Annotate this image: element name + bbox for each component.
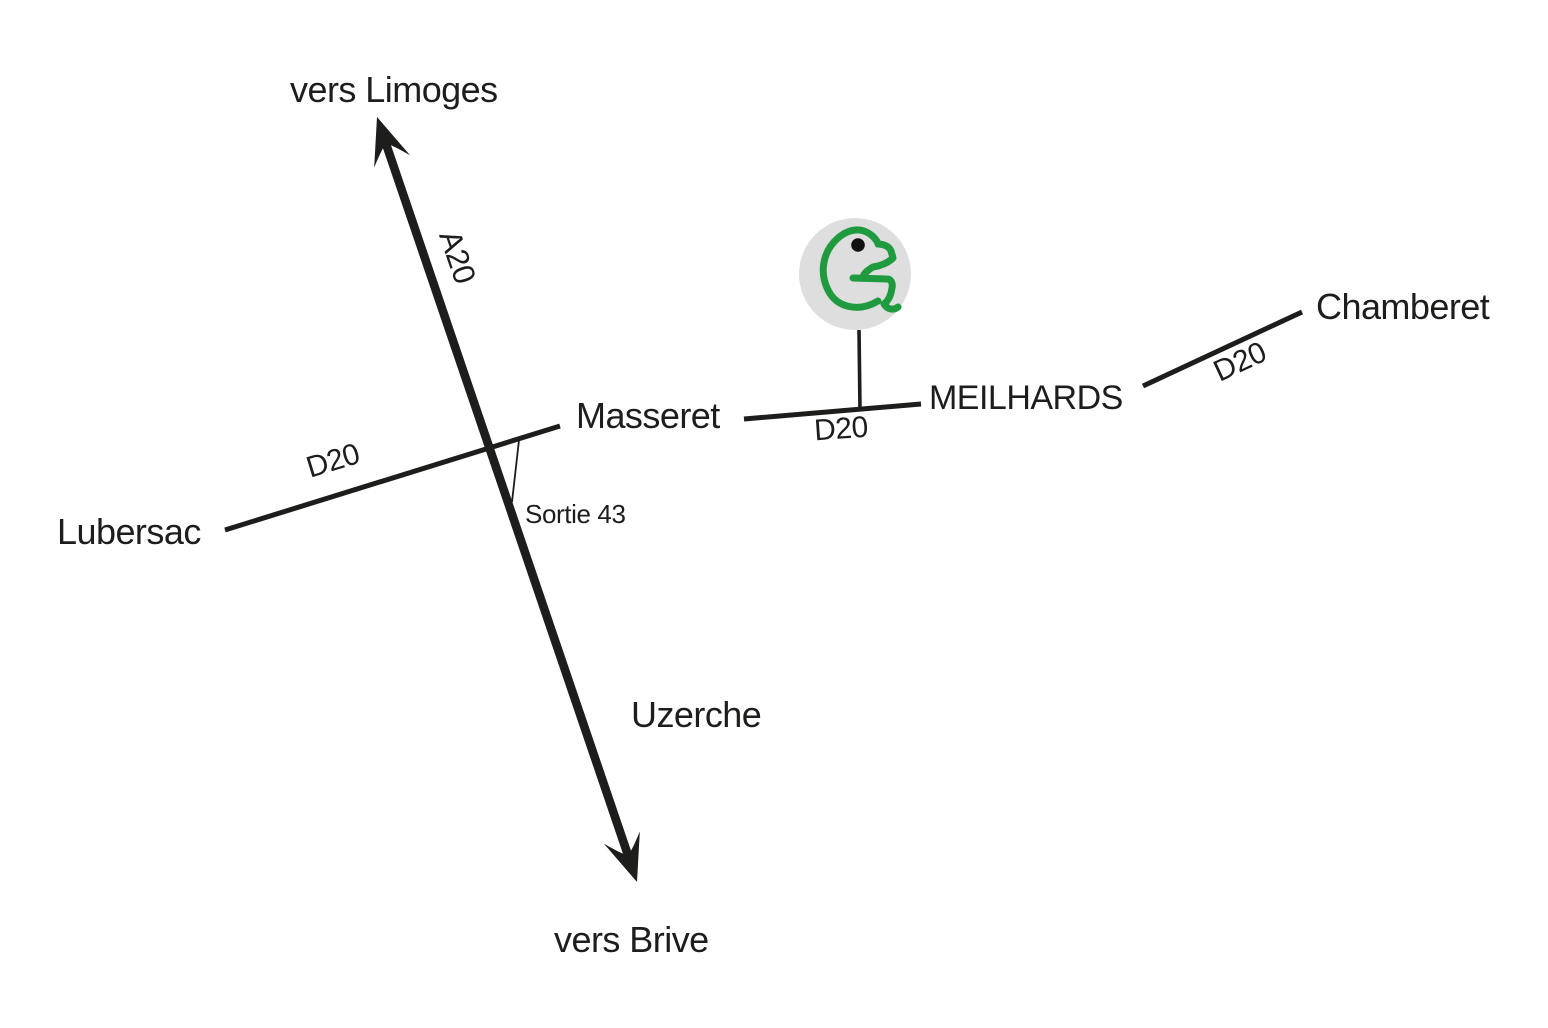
- road-d20-masseret-meilhards: [743, 401, 922, 422]
- label-masseret: Masseret: [576, 395, 720, 436]
- logo-pin-line: [857, 329, 862, 410]
- label-chamberet: Chamberet: [1316, 286, 1490, 327]
- road-a20: [379, 136, 636, 866]
- label-vers-brive: vers Brive: [554, 919, 709, 960]
- label-vers-limoges: vers Limoges: [290, 69, 498, 110]
- label-lubersac: Lubersac: [57, 511, 201, 552]
- label-meilhards: MEILHARDS: [929, 379, 1123, 417]
- location-logo: [799, 218, 911, 330]
- label-d20-middle: D20: [813, 410, 869, 448]
- label-uzerche: Uzerche: [631, 694, 762, 735]
- frog-arm-leg: [849, 274, 902, 313]
- frog-icon: [819, 226, 897, 311]
- logo-circle: [799, 218, 911, 330]
- label-sortie-43: Sortie 43: [525, 499, 626, 529]
- arrowhead-north-icon: [374, 117, 411, 168]
- exit-ramp-sortie-43: [511, 439, 520, 503]
- frog-eye: [851, 238, 865, 252]
- arrowhead-south-icon: [603, 831, 640, 882]
- road-d20-meilhards-chamberet: [1141, 309, 1304, 389]
- road-d20-lubersac-masseret: [224, 423, 561, 533]
